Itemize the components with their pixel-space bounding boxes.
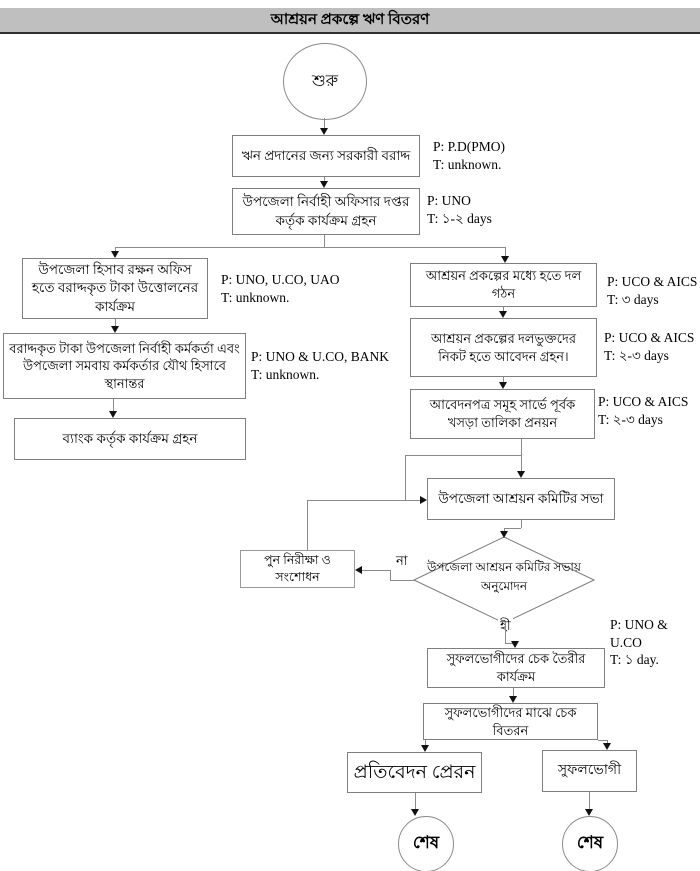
flow-line-yes-1 [505, 622, 506, 643]
flow-line-r3-committee [521, 439, 522, 471]
arrowhead-dist-beneficiary [603, 743, 611, 750]
node-group-formation: আশ্রয়ন প্রকল্পের মধ্যে হতে দল গঠন [410, 263, 597, 307]
flow-line-split-right [505, 247, 506, 256]
flow-line-no-2 [390, 570, 391, 580]
node-cheque-preparation: সুফলভোগীদের চেক তৈরীর কার্যক্রম [427, 648, 605, 688]
node-beneficiary-label: সুফলভোগী [557, 762, 622, 778]
node-bank-action-label: ব্যাংক কর্তৃক কার্যক্রম গ্রহন [62, 430, 198, 446]
arrowhead-r2-r3 [499, 382, 507, 389]
node-end-right: শেষ [562, 816, 618, 871]
flow-line-committee-elbow2 [504, 528, 521, 529]
annotation-cheque-preparation: P: UNO & U.CO T: ১ day. [610, 617, 668, 668]
flow-line-r1-r2 [503, 307, 504, 312]
flow-line-split [115, 247, 505, 248]
node-govt-allocation-label: ঋন প্রদানের জন্য সরকারী বরাদ্দ [241, 147, 411, 163]
flow-line-beneficiary-end [589, 792, 590, 809]
flow-line-split-left [115, 247, 116, 252]
flow-line-yes-2 [505, 643, 516, 644]
flow-line-committee-diamond [504, 528, 505, 532]
annotation-uno-office-action: P: UNO T: ১-২ days [427, 193, 492, 226]
arrowhead-yes-cheque [511, 641, 519, 648]
annotation-draft-list: P: UCO & AICS T: ২-৩ days [598, 394, 689, 427]
node-end-left: শেষ [398, 816, 454, 871]
arrowhead-no-revision [355, 566, 362, 574]
arrowhead-r1-r2 [499, 311, 507, 318]
node-bank-action: ব্যাংক কর্তৃক কার্যক্রম গ্রহন [14, 418, 246, 460]
flow-line-r2-r3 [503, 377, 504, 383]
arrowhead-b1-b2 [320, 181, 328, 188]
node-withdraw-funds-label: উপজেলা হিসাব রক্ষন অফিস হতে বরাদ্দকৃত টা… [31, 262, 199, 314]
node-uno-office-action-label: উপজেলা নির্বাহী অফিসার দপ্তর কর্তৃক কার্… [242, 194, 410, 228]
node-approval-decision: উপজেলা আশ্রয়ন কমিটির সভায় অনুমোদন [427, 560, 581, 594]
node-withdraw-funds: উপজেলা হিসাব রক্ষন অফিস হতে বরাদ্দকৃত টা… [22, 258, 208, 319]
flow-line-no-1 [390, 580, 415, 581]
node-draft-list-label: আবেদনপত্র সমূহ সার্ভে পূর্বক খসড়া তালিক… [429, 397, 576, 430]
arrowhead-start [320, 128, 328, 135]
flow-line-start [324, 118, 325, 128]
arrowhead-feedback-committee [420, 496, 427, 504]
flow-line-dist-report [425, 740, 426, 745]
arrowhead-split-right [501, 256, 509, 263]
annotation-group-formation: P: UCO & AICS T: ৩ days [607, 274, 698, 307]
node-cheque-distribution-label: সুফলভোগীদের মাঝে চেক বিতরন [444, 704, 577, 738]
node-cheque-preparation-label: সুফলভোগীদের চেক তৈরীর কার্যক্রম [446, 651, 586, 684]
annotation-application-received: P: UCO & AICS T: ২-৩ days [604, 330, 695, 363]
arrowhead-dist-report [421, 745, 429, 752]
node-beneficiary: সুফলভোগী [542, 750, 637, 792]
arrowhead-l1-l2 [111, 326, 119, 333]
flow-line-committee-elbow1 [521, 520, 522, 528]
node-start: শুরু [283, 43, 367, 120]
node-end-right-label: শেষ [576, 833, 604, 852]
node-revision-label: পুন নিরীক্ষা ও সংশোধন [264, 553, 331, 584]
flow-line-l2-l3 [113, 399, 114, 411]
flow-line-dist-beneficiary-h [598, 740, 607, 741]
node-transfer-joint-account-label: বরাদ্দকৃত টাকা উপজেলা নির্বাহী কর্মকর্তা… [9, 340, 240, 391]
flow-line-feedback-vertical [307, 500, 308, 550]
arrowhead-prep-dist [509, 696, 517, 703]
node-cheque-distribution: সুফলভোগীদের মাঝে চেক বিতরন [423, 703, 598, 740]
node-uno-office-action: উপজেলা নির্বাহী অফিসার দপ্তর কর্তৃক কার্… [232, 188, 420, 235]
flowchart-title-bar: আশ্রয়ন প্রকল্পে ঋণ বিতরণ [0, 8, 700, 34]
node-application-received: আশ্রয়ন প্রকল্পের দলভুক্তদের নিকট হতে আব… [410, 318, 597, 377]
flow-line-b2-split [324, 235, 325, 247]
arrowhead-report-end [411, 809, 419, 816]
node-report-submission: প্রতিবেদন প্রেরন [347, 752, 482, 793]
node-committee-meeting: উপজেলা আশ্রয়ন কমিটির সভা [427, 478, 615, 520]
arrowhead-r3-committee [517, 471, 525, 478]
node-committee-meeting-label: উপজেলা আশ্রয়ন কমিটির সভা [438, 490, 604, 506]
node-draft-list: আবেদনপত্র সমূহ সার্ভে পূর্বক খসড়া তালিক… [410, 389, 595, 439]
flow-line-feedback-horizontal [307, 500, 420, 501]
flow-line-report-end [415, 793, 416, 809]
annotation-withdraw-funds: P: UNO, U.CO, UAO T: unknown. [221, 272, 340, 305]
arrowhead-committee-diamond [500, 531, 508, 538]
arrowhead-split-left [111, 251, 119, 258]
decision-no-label: না [394, 553, 410, 569]
node-govt-allocation: ঋন প্রদানের জন্য সরকারী বরাদ্দ [232, 135, 420, 177]
node-revision: পুন নিরীক্ষা ও সংশোধন [240, 550, 355, 588]
flow-line-merge-horizontal [405, 455, 521, 456]
node-group-formation-label: আশ্রয়ন প্রকল্পের মধ্যে হতে দল গঠন [425, 268, 582, 301]
flow-line-dist-beneficiary-v [607, 740, 608, 743]
arrowhead-l2-l3 [109, 411, 117, 418]
flow-line-prep-dist [513, 688, 514, 696]
node-start-label: শুরু [311, 73, 339, 90]
annotation-transfer-joint-account: P: UNO & U.CO, BANK T: unknown. [251, 349, 390, 382]
node-application-received-label: আশ্রয়ন প্রকল্পের দলভুক্তদের নিকট হতে আব… [430, 330, 577, 364]
arrowhead-beneficiary-end [585, 809, 593, 816]
flow-line-b1-b2 [324, 177, 325, 182]
flow-line-no-3 [362, 570, 390, 571]
flow-line-merge-vertical [405, 455, 406, 500]
node-transfer-joint-account: বরাদ্দকৃত টাকা উপজেলা নির্বাহী কর্মকর্তা… [3, 333, 246, 399]
node-report-submission-label: প্রতিবেদন প্রেরন [353, 761, 476, 783]
flowchart-title: আশ্রয়ন প্রকল্পে ঋণ বিতরণ [270, 11, 430, 28]
node-end-left-label: শেষ [412, 833, 440, 852]
flow-line-l1-l2 [115, 319, 116, 327]
annotation-govt-allocation: P: P.D(PMO) T: unknown. [433, 139, 506, 172]
